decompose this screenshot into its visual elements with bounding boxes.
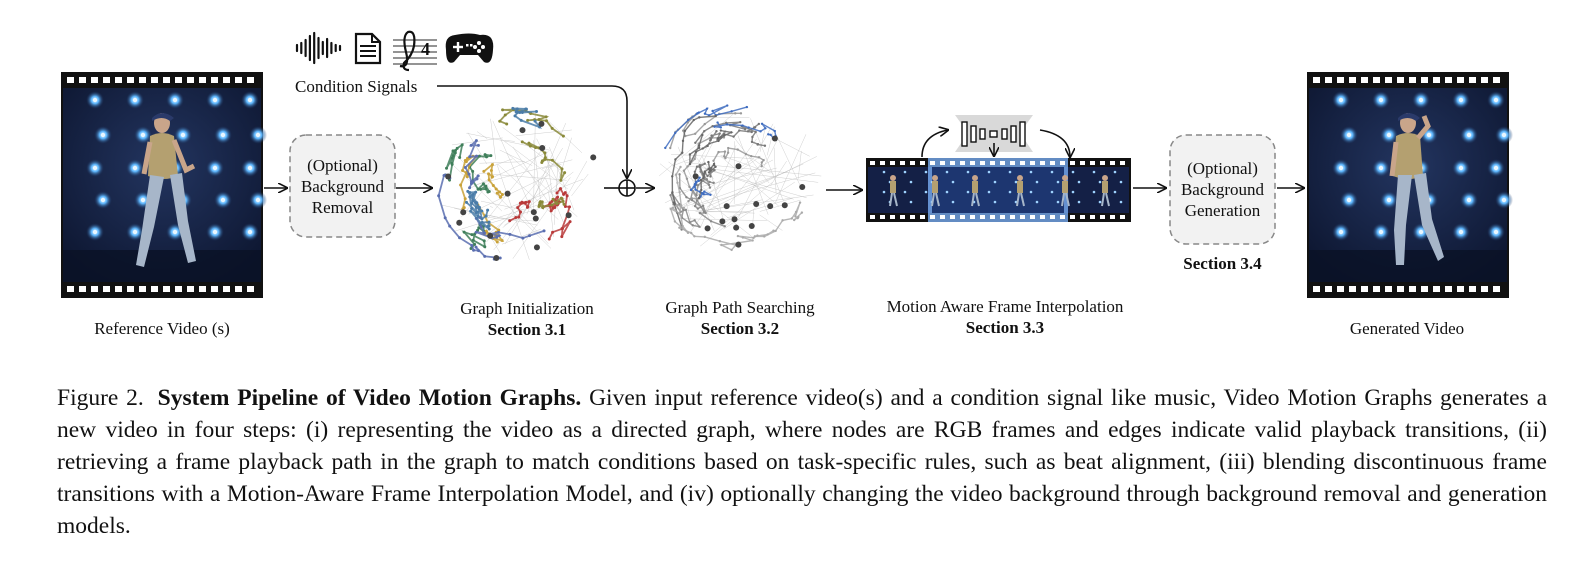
bg-removal-box — [289, 134, 396, 238]
interpolation-model-icon — [921, 115, 1070, 157]
section-3-4-label: Section 3.4 — [1183, 254, 1262, 273]
condition-merge-oplus — [618, 179, 636, 197]
frame-interpolation-label: Motion Aware Frame Interpolation Section… — [886, 297, 1124, 337]
music-score-icon: 4 — [393, 30, 437, 72]
generated-video-label: Generated Video — [1349, 319, 1465, 338]
reference-video-label: Reference Video (s) — [94, 319, 230, 338]
graph-initialization-visual — [437, 106, 597, 262]
graph-path-searching-label: Graph Path Searching Section 3.2 — [665, 298, 815, 338]
gamepad-icon — [445, 33, 494, 63]
graph-initialization-label: Graph Initialization Section 3.1 — [460, 299, 594, 339]
pipeline-diagram: 4 — [61, 30, 1513, 298]
pipeline-figure: 4 Condition Signals (Optional) Backgroun… — [61, 30, 1513, 339]
dancer-figure-generated — [1389, 113, 1444, 265]
svg-text:4: 4 — [421, 39, 430, 59]
dancer-figure — [136, 113, 196, 267]
document-icon — [354, 32, 382, 65]
generated-video-film — [1307, 72, 1513, 298]
bg-generation-box — [1169, 134, 1276, 245]
interpolation-film-strip — [866, 158, 1131, 222]
graph-path-search-visual — [658, 104, 822, 252]
reference-video-film — [61, 72, 267, 298]
condition-signals-label: Condition Signals — [295, 77, 418, 96]
figure-number: Figure 2. — [57, 385, 144, 411]
bg-removal-label: (Optional) Background Removal — [300, 156, 385, 217]
caption-title: System Pipeline of Video Motion Graphs. — [157, 385, 582, 411]
caption-body: Given input reference video(s) and a con… — [57, 385, 1548, 539]
arrow-condition-to-plus — [437, 85, 627, 178]
audio-waveform-icon — [295, 31, 342, 65]
bg-generation-label: (Optional) Background Generation — [1180, 159, 1265, 220]
figure-caption: Figure 2. System Pipeline of Video Motio… — [57, 382, 1547, 542]
